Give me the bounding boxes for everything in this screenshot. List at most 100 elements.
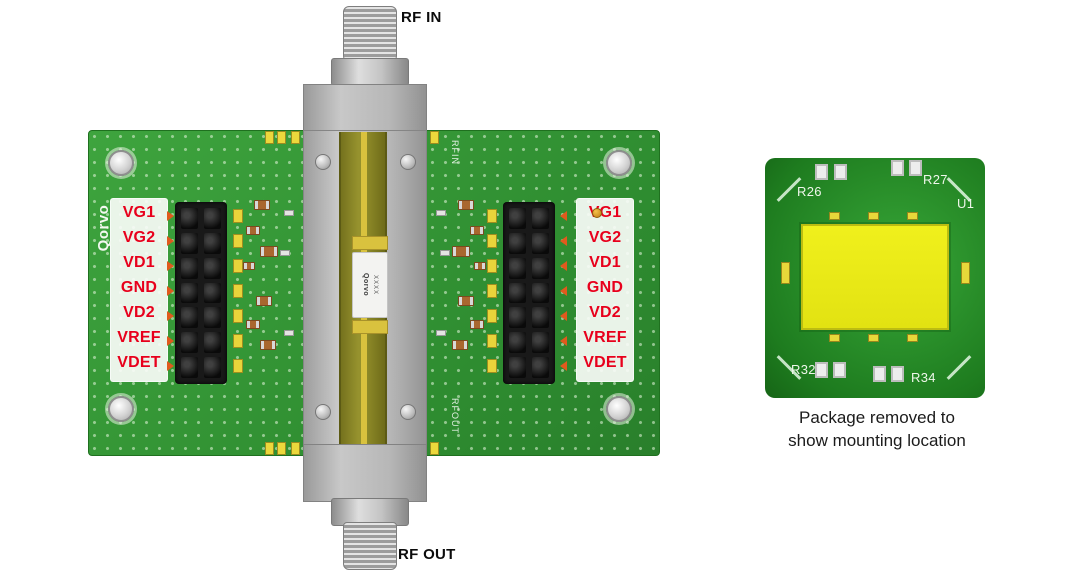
edge-pad xyxy=(430,131,439,144)
left-arrow-column xyxy=(167,211,174,371)
rf-in-connector-flange xyxy=(331,58,409,86)
component-footprint xyxy=(891,366,904,382)
perimeter-pad xyxy=(868,212,879,220)
edge-pad xyxy=(430,442,439,455)
header-pin xyxy=(532,257,549,279)
header-pin xyxy=(532,208,549,229)
microstrip-pad xyxy=(352,236,388,250)
qorvo-logo: Qorvo xyxy=(95,204,112,252)
perimeter-pad xyxy=(781,262,790,284)
header-pin xyxy=(509,232,526,254)
edge-pad xyxy=(277,442,286,455)
capacitor xyxy=(243,262,255,270)
chip-marking: XXXX xyxy=(372,274,378,295)
header-pin xyxy=(509,282,526,304)
header-pin xyxy=(532,282,549,304)
pin-label-vd1-right: VD1 xyxy=(589,254,621,271)
header-pin xyxy=(204,282,221,304)
pin-label-vd2-right: VD2 xyxy=(589,304,621,321)
right-arrow-column xyxy=(560,211,567,371)
header-pin xyxy=(204,332,221,354)
pin-label-vg1-left: VG1 xyxy=(122,204,156,221)
header-pin xyxy=(181,208,198,229)
pin-label-gnd-right: GND xyxy=(586,279,624,296)
component-footprint xyxy=(833,362,846,378)
device-under-test: Qorvo XXXX xyxy=(352,252,388,318)
perimeter-pad xyxy=(868,334,879,342)
capacitor xyxy=(254,200,270,210)
silk-rfout-label: RFOUT xyxy=(450,398,460,434)
arrow-icon xyxy=(560,311,567,321)
capacitor xyxy=(260,246,278,257)
resistor xyxy=(436,330,446,336)
header-pin xyxy=(509,357,526,378)
component-footprint xyxy=(909,160,922,176)
rf-out-connector-block xyxy=(303,444,427,502)
arrow-icon xyxy=(560,361,567,371)
capacitor xyxy=(246,226,260,235)
pin-label-vg2-right: VG2 xyxy=(588,229,622,246)
edge-pad xyxy=(291,131,300,144)
header-pin xyxy=(204,232,221,254)
header-pin xyxy=(181,357,198,378)
arrow-icon xyxy=(167,236,174,246)
arrow-icon xyxy=(167,211,174,221)
edge-pad xyxy=(265,131,274,144)
capacitor xyxy=(246,320,260,329)
header-pin xyxy=(509,307,526,329)
gold-pad xyxy=(487,209,497,223)
resistor xyxy=(280,250,290,256)
rf-in-connector-barrel xyxy=(343,6,397,62)
capacitor xyxy=(470,226,484,235)
edge-pad xyxy=(265,442,274,455)
header-pin xyxy=(532,307,549,329)
capacitor xyxy=(458,296,474,306)
mounting-location-inset: R26 R27 U1 R32 R34 xyxy=(765,158,985,398)
resistor xyxy=(284,210,294,216)
pin-label-vdet-left: VDET xyxy=(117,354,161,371)
right-pin-header xyxy=(503,202,555,384)
pin-label-vd2-left: VD2 xyxy=(123,304,155,321)
component-footprint xyxy=(834,164,847,180)
pin-label-vdet-right: VDET xyxy=(583,354,627,371)
header-pin xyxy=(509,257,526,279)
arrow-icon xyxy=(167,361,174,371)
gold-pad xyxy=(487,284,497,298)
mounting-hole xyxy=(606,396,632,422)
gold-pad xyxy=(487,359,497,373)
header-pin xyxy=(509,332,526,354)
inset-caption-line2: show mounting location xyxy=(788,431,966,450)
resistor xyxy=(284,330,294,336)
arrow-icon xyxy=(167,336,174,346)
refdes-r26: R26 xyxy=(797,184,822,199)
capacitor xyxy=(256,296,272,306)
pin-label-vg1-right: VG1 xyxy=(588,204,622,221)
refdes-r34: R34 xyxy=(911,370,936,385)
header-pin xyxy=(181,232,198,254)
arrow-icon xyxy=(560,211,567,221)
header-pin xyxy=(204,307,221,329)
microstrip-pad xyxy=(352,320,388,334)
pin-label-vg2-left: VG2 xyxy=(122,229,156,246)
resistor xyxy=(436,210,446,216)
component-footprint xyxy=(815,362,828,378)
device-mounting-pad xyxy=(801,224,949,330)
edge-pad xyxy=(277,131,286,144)
header-pin xyxy=(181,307,198,329)
resistor xyxy=(440,250,450,256)
gold-pad xyxy=(487,334,497,348)
gold-pad xyxy=(487,234,497,248)
capacitor xyxy=(452,246,470,257)
header-pin xyxy=(181,332,198,354)
test-point xyxy=(592,208,602,218)
component-footprint xyxy=(873,366,886,382)
perimeter-pad xyxy=(907,334,918,342)
header-pin xyxy=(204,257,221,279)
pin-label-gnd-left: GND xyxy=(120,279,158,296)
silk-diagonal xyxy=(946,355,972,380)
right-pin-labels: VG1 VG2 VD1 GND VD2 VREF VDET xyxy=(576,200,634,375)
header-pin xyxy=(181,257,198,279)
capacitor xyxy=(474,262,486,270)
fixture-screw xyxy=(315,154,331,170)
pin-label-vd1-left: VD1 xyxy=(123,254,155,271)
